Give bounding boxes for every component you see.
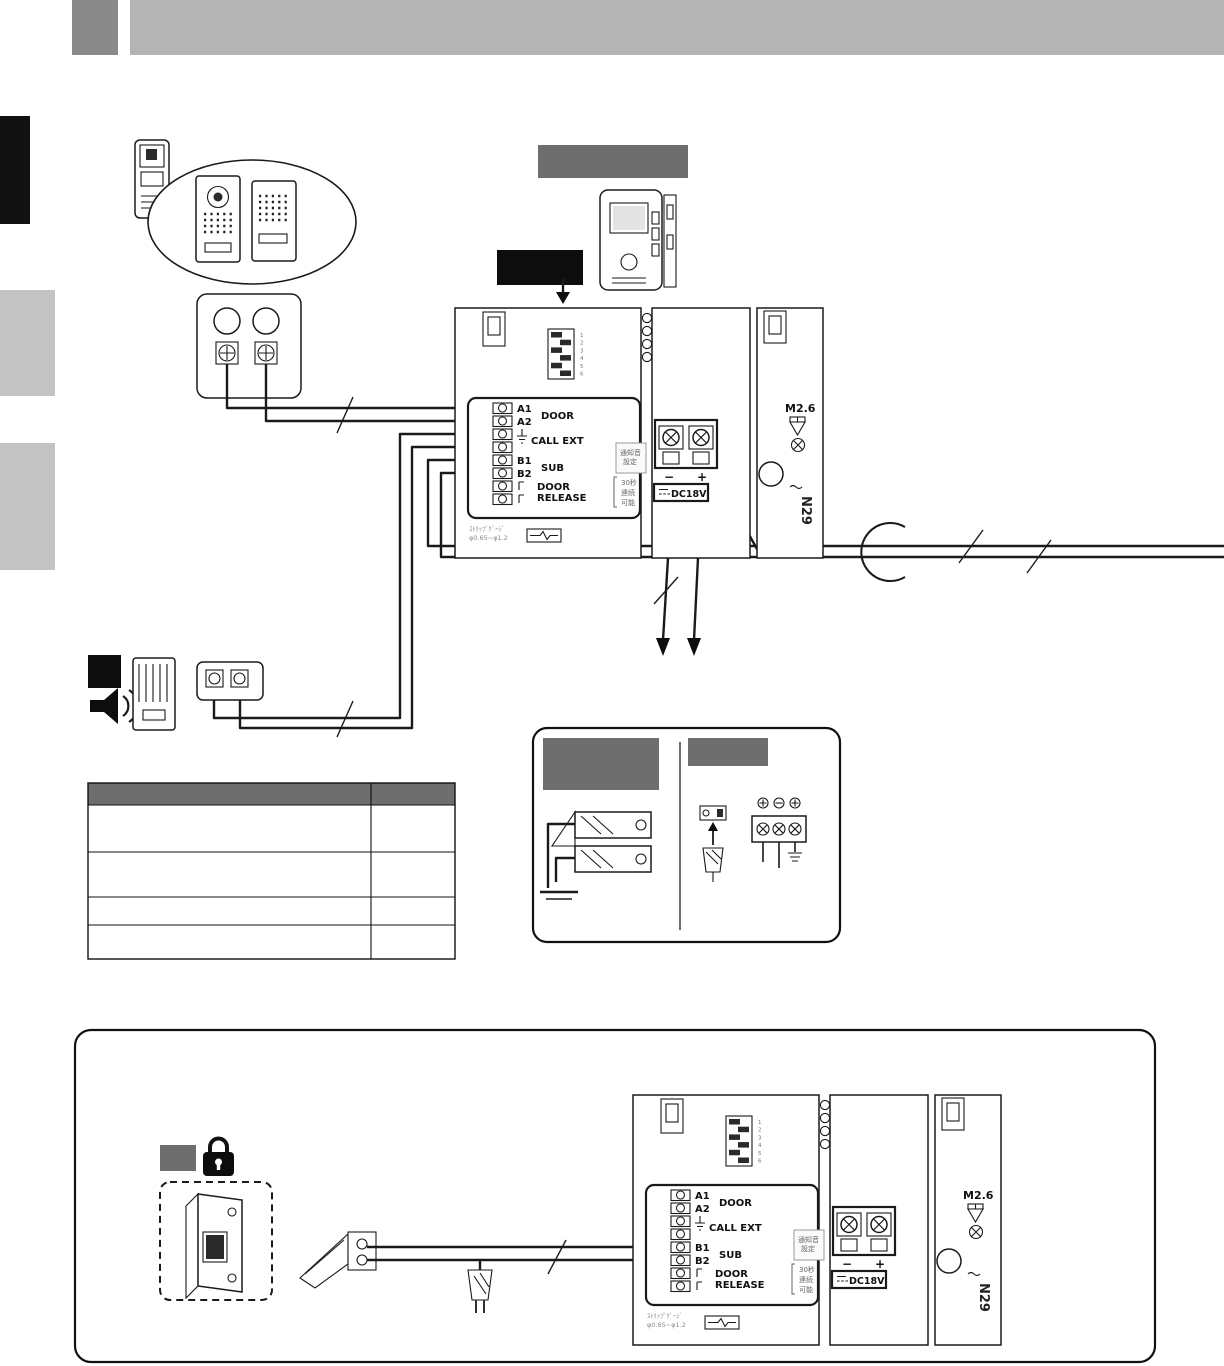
header-section-block <box>72 0 118 55</box>
down-arrow-icon <box>556 278 570 304</box>
power-plug-icon <box>467 1260 493 1313</box>
wire-door-pair <box>225 364 493 434</box>
spec-table <box>87 782 456 960</box>
table-row-lines <box>88 804 455 926</box>
cable-tick <box>336 700 354 738</box>
main-station-panel-top <box>453 306 825 560</box>
wire-speaker-pair <box>212 432 493 738</box>
wire-release-pair <box>367 1239 672 1275</box>
cable-tick <box>958 529 984 564</box>
cable-tick <box>653 576 679 605</box>
padlock-icon <box>203 1136 234 1176</box>
power-terminal-detail-icon <box>751 797 807 868</box>
info-label-left <box>543 738 659 790</box>
video-door-station-icon <box>195 175 241 263</box>
cable-tick <box>336 396 354 434</box>
header-title-bar <box>130 0 1224 55</box>
side-tab-1 <box>0 116 30 224</box>
door-release-section <box>73 1028 1157 1364</box>
horn-speaker-icon <box>90 688 139 724</box>
option-label <box>88 655 121 688</box>
arrow-down-icon <box>656 638 670 656</box>
cable-tick <box>1026 539 1052 574</box>
connection-label <box>497 250 583 285</box>
info-label-right <box>688 738 768 766</box>
ground-symbol-icon <box>788 852 802 862</box>
wire-power-pair <box>653 557 701 656</box>
side-tab-3 <box>0 443 55 570</box>
main-station-panel-bottom <box>631 1093 1003 1347</box>
speaker-option-group <box>88 655 264 731</box>
lock-option-label <box>160 1145 196 1171</box>
info-box <box>531 726 842 944</box>
door-strike-outline <box>159 1181 273 1301</box>
cable-coil-icon <box>860 522 906 582</box>
master-station-icon <box>599 189 677 291</box>
connector-plug-icon <box>699 805 727 882</box>
side-tab-2 <box>0 290 55 396</box>
door-release-device-icon <box>540 810 652 900</box>
table-header <box>88 783 455 805</box>
door-terminal-box <box>196 293 302 399</box>
audio-door-station-icon <box>251 180 297 262</box>
master-station-label <box>538 145 688 178</box>
speaker-unit-icon <box>132 657 176 731</box>
cable-tick <box>547 1239 567 1275</box>
door-station-group <box>147 159 357 285</box>
door-strike-icon <box>185 1192 243 1300</box>
release-connector-icon <box>299 1231 377 1289</box>
speaker-terminal-box <box>196 661 264 701</box>
arrow-down-icon <box>687 638 701 656</box>
